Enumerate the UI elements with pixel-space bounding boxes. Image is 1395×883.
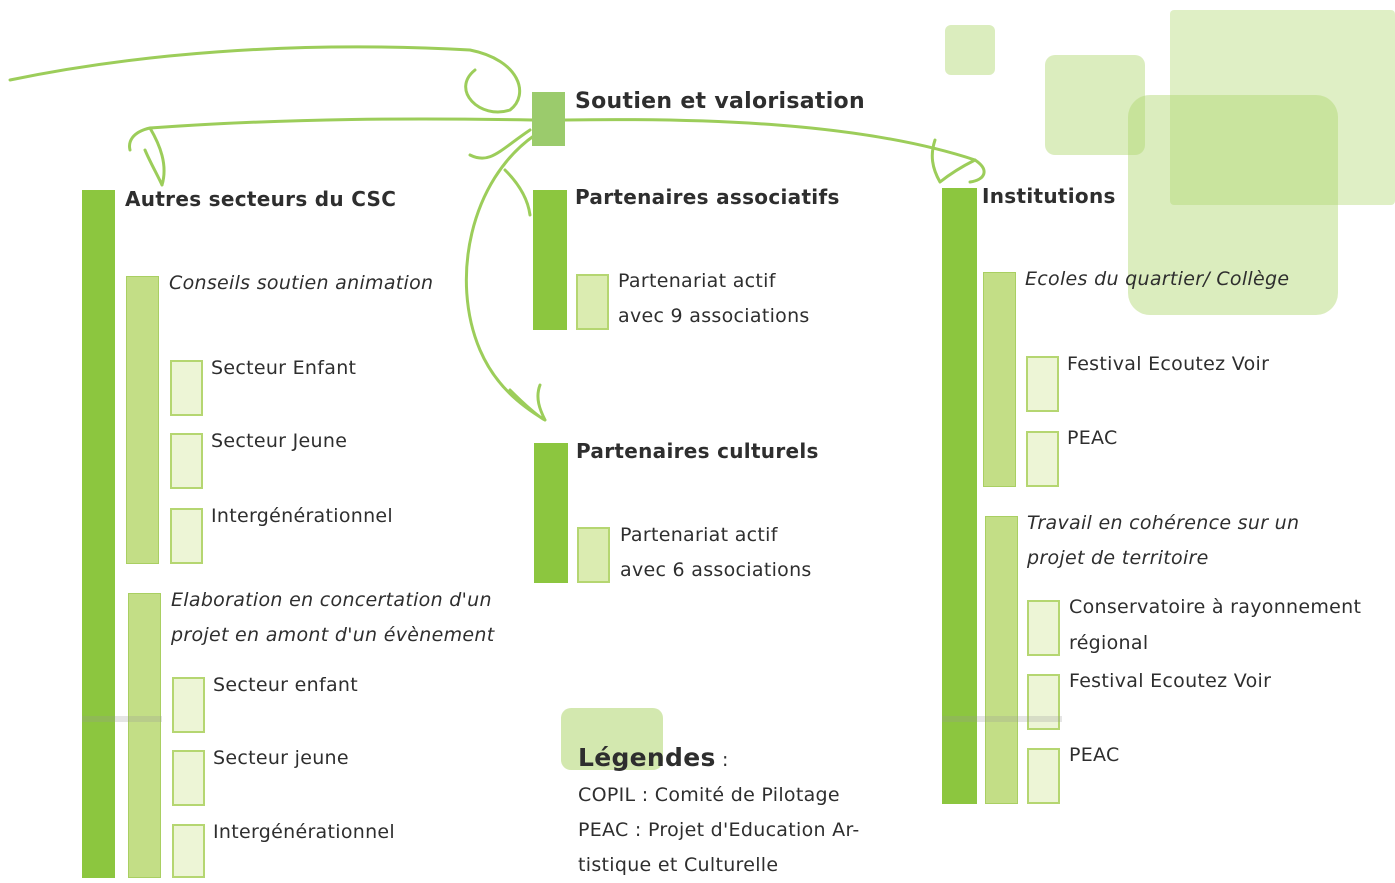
- left-group2-title-line1: Elaboration en concertation d'un: [171, 589, 492, 611]
- left-group2-bar: [128, 593, 161, 878]
- mid-assoc-bar: [533, 190, 567, 330]
- mid-culture-line2: avec 6 associations: [620, 559, 812, 581]
- legend-line3: tistique et Culturelle: [578, 854, 779, 876]
- left-group2-item1-label: Secteur enfant: [213, 674, 358, 696]
- legend-title: Légendes :: [578, 740, 729, 778]
- left-group1-item2-box: [170, 433, 203, 489]
- right-group2-title-line1: Travail en cohérence sur un: [1027, 512, 1300, 534]
- arrow-to-partenaires-culturels: [464, 133, 547, 422]
- decor-square-overlap: [1128, 95, 1338, 315]
- left-group1-item1-label: Secteur Enfant: [211, 357, 357, 379]
- left-group2-item3-label: Intergénérationnel: [213, 821, 396, 843]
- left-heading: Autres secteurs du CSC: [125, 187, 397, 211]
- right-group2-item3-label: PEAC: [1069, 744, 1120, 766]
- arrow-to-left-column: [128, 117, 534, 187]
- legend-line2: PEAC : Projet d'Education Ar-: [578, 819, 860, 841]
- legend-line1: COPIL : Comité de Pilotage: [578, 784, 840, 806]
- right-main-bar: [942, 188, 977, 804]
- right-group1-item1-box: [1026, 356, 1059, 412]
- right-group2-item2-box: [1027, 674, 1060, 730]
- decor-legend-highlight: [561, 708, 663, 770]
- right-group2-item3-box: [1027, 748, 1060, 804]
- legend-title-colon: :: [722, 749, 729, 771]
- mid-assoc-heading: Partenaires associatifs: [575, 185, 840, 209]
- left-group2-item2-box: [172, 750, 205, 806]
- left-group2-item3-box: [172, 824, 205, 878]
- mid-assoc-line2: avec 9 associations: [618, 305, 810, 327]
- right-group1-title: Ecoles du quartier/ Collège: [1025, 268, 1290, 290]
- right-group1-item1-label: Festival Ecoutez Voir: [1067, 353, 1270, 375]
- decor-square-small: [945, 25, 995, 75]
- arrow-to-right-column: [563, 118, 986, 184]
- left-group1-item1-box: [170, 360, 203, 416]
- left-group1-item2-label: Secteur Jeune: [211, 430, 348, 452]
- right-group2-item1-box: [1027, 600, 1060, 656]
- left-group1-bar: [126, 276, 159, 564]
- mid-culture-box: [577, 527, 610, 583]
- mid-culture-line1: Partenariat actif: [620, 524, 778, 546]
- right-group2-item1-line2: régional: [1069, 632, 1149, 654]
- mid-culture-heading: Partenaires culturels: [576, 439, 819, 463]
- top-node-square: [532, 92, 565, 146]
- right-heading: Institutions: [982, 184, 1116, 208]
- mid-culture-bar: [534, 443, 568, 583]
- left-group1-item3-label: Intergénérationnel: [211, 505, 394, 527]
- right-group1-item2-box: [1026, 431, 1059, 487]
- mid-assoc-box: [576, 274, 609, 330]
- top-title: Soutien et valorisation: [575, 89, 865, 114]
- arrow-top-left-curve: [8, 45, 521, 114]
- right-group1-item2-label: PEAC: [1067, 427, 1118, 449]
- arrow-to-partenaires-assoc: [468, 128, 532, 217]
- left-group1-title: Conseils soutien animation: [169, 272, 434, 294]
- right-group1-bar: [983, 272, 1016, 487]
- left-main-bar: [82, 190, 115, 878]
- scan-separator-right: [942, 716, 1062, 722]
- left-group2-title-line2: projet en amont d'un évènement: [171, 624, 495, 646]
- right-group2-item2-label: Festival Ecoutez Voir: [1069, 670, 1272, 692]
- right-group2-item1-line1: Conservatoire à rayonnement: [1069, 596, 1362, 618]
- left-group2-item2-label: Secteur jeune: [213, 747, 349, 769]
- left-group1-item3-box: [170, 508, 203, 564]
- decor-square-medium: [1045, 55, 1145, 155]
- left-group2-item1-box: [172, 677, 205, 733]
- scan-separator-left: [82, 716, 162, 722]
- right-group2-title-line2: projet de territoire: [1027, 547, 1209, 569]
- decor-square-large: [1170, 10, 1395, 205]
- legend-title-text: Légendes: [578, 743, 716, 772]
- right-group2-bar: [985, 516, 1018, 804]
- mid-assoc-line1: Partenariat actif: [618, 270, 776, 292]
